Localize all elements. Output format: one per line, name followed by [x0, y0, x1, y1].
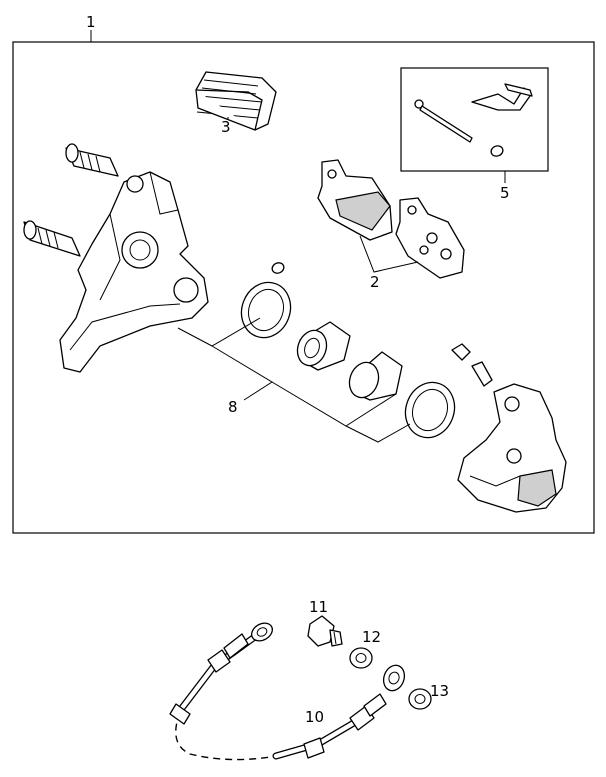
brake-hose-part	[169, 622, 406, 761]
washer-13-part	[408, 688, 432, 710]
callout-label-assembly: 1	[86, 13, 96, 31]
callout-leader-8d	[345, 393, 397, 427]
banjo-bolt-part	[307, 615, 343, 647]
callout-label-pads: 2	[370, 273, 380, 291]
callout-label-pin-kit: 5	[500, 184, 510, 202]
washer-12-part	[349, 647, 373, 669]
pin-kit-box	[400, 67, 549, 172]
pin-kit-parts	[414, 83, 533, 157]
callout-label-washer-12: 12	[362, 628, 382, 646]
assembly-frame	[12, 41, 595, 534]
callout-leader-8b	[211, 345, 273, 401]
bleeder-valve-part	[451, 343, 493, 387]
callout-label-washer-13: 13	[430, 682, 450, 700]
callout-label-hose: 10	[305, 708, 325, 726]
caliper-bracket-part	[23, 143, 209, 373]
callout-leader-8c	[271, 381, 411, 443]
brake-pads-part	[317, 159, 465, 279]
callout-label-shim: 3	[221, 118, 231, 136]
caliper-housing-part	[457, 383, 567, 513]
callout-label-banjo-bolt: 11	[309, 598, 329, 616]
callout-label-seals: 8	[228, 398, 238, 416]
seal-piston-kit-part	[240, 281, 456, 439]
shim-spring-part	[195, 71, 277, 131]
callout-leader-2	[359, 235, 419, 273]
seal-small-part	[271, 262, 285, 274]
